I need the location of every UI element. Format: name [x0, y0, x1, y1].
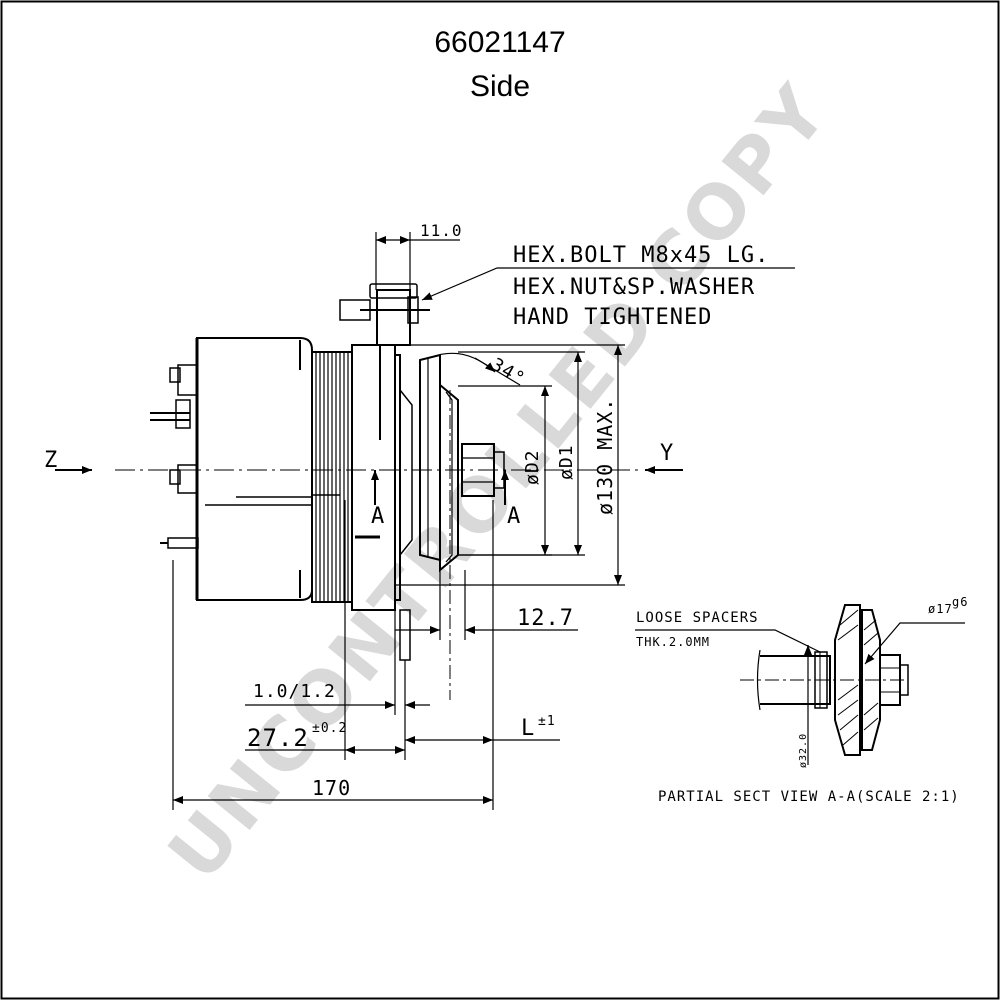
dim-bolt-offset: 11.0	[420, 221, 463, 240]
section-shaft-fit: g6	[952, 595, 968, 609]
dim-flange: 27.2	[247, 724, 309, 752]
dim-d2: øD2	[522, 449, 543, 485]
view-label-z: Z	[44, 448, 58, 473]
section-label-a-left: A	[371, 504, 385, 529]
section-spacers-thk: THK.2.0MM	[636, 635, 710, 649]
dim-d1: øD1	[556, 444, 577, 480]
section-pulley	[834, 604, 861, 756]
dim-overall: 170	[312, 776, 351, 800]
dim-l: L	[521, 716, 535, 741]
dim-flange-tol: ±0.2	[312, 721, 347, 736]
dim-l-tol: ±1	[538, 714, 556, 729]
stator-ribs	[315, 352, 349, 602]
view-label-y: Y	[660, 441, 674, 466]
watermark-text: UNCONTROLLED COPY	[152, 68, 846, 897]
bolt-note-line1: HEX.BOLT M8x45 LG.	[513, 243, 769, 268]
partial-section-view	[635, 604, 965, 765]
bolt-note-line2: HEX.NUT&SP.WASHER	[513, 275, 755, 300]
dim-max-diameter: ø130 MAX.	[593, 398, 617, 515]
part-number-title: 66021147	[434, 26, 566, 59]
dim-pulley-width: 12.7	[517, 606, 574, 631]
section-spacers-label: LOOSE SPACERS	[636, 610, 759, 626]
view-subtitle: Side	[469, 70, 531, 103]
section-label-a-right: A	[507, 504, 521, 529]
bolt-note-line3: HAND TIGHTENED	[513, 305, 712, 330]
dimension-lines	[172, 232, 795, 810]
section-hatch	[837, 609, 879, 746]
alternator-housing	[196, 337, 313, 601]
section-bore-dia: ø32.0	[798, 733, 809, 768]
dim-gap: 1.0/1.2	[253, 681, 336, 702]
section-shaft-dia: ø17	[928, 602, 953, 616]
section-caption: PARTIAL SECT VIEW A-A(SCALE 2:1)	[658, 789, 960, 805]
